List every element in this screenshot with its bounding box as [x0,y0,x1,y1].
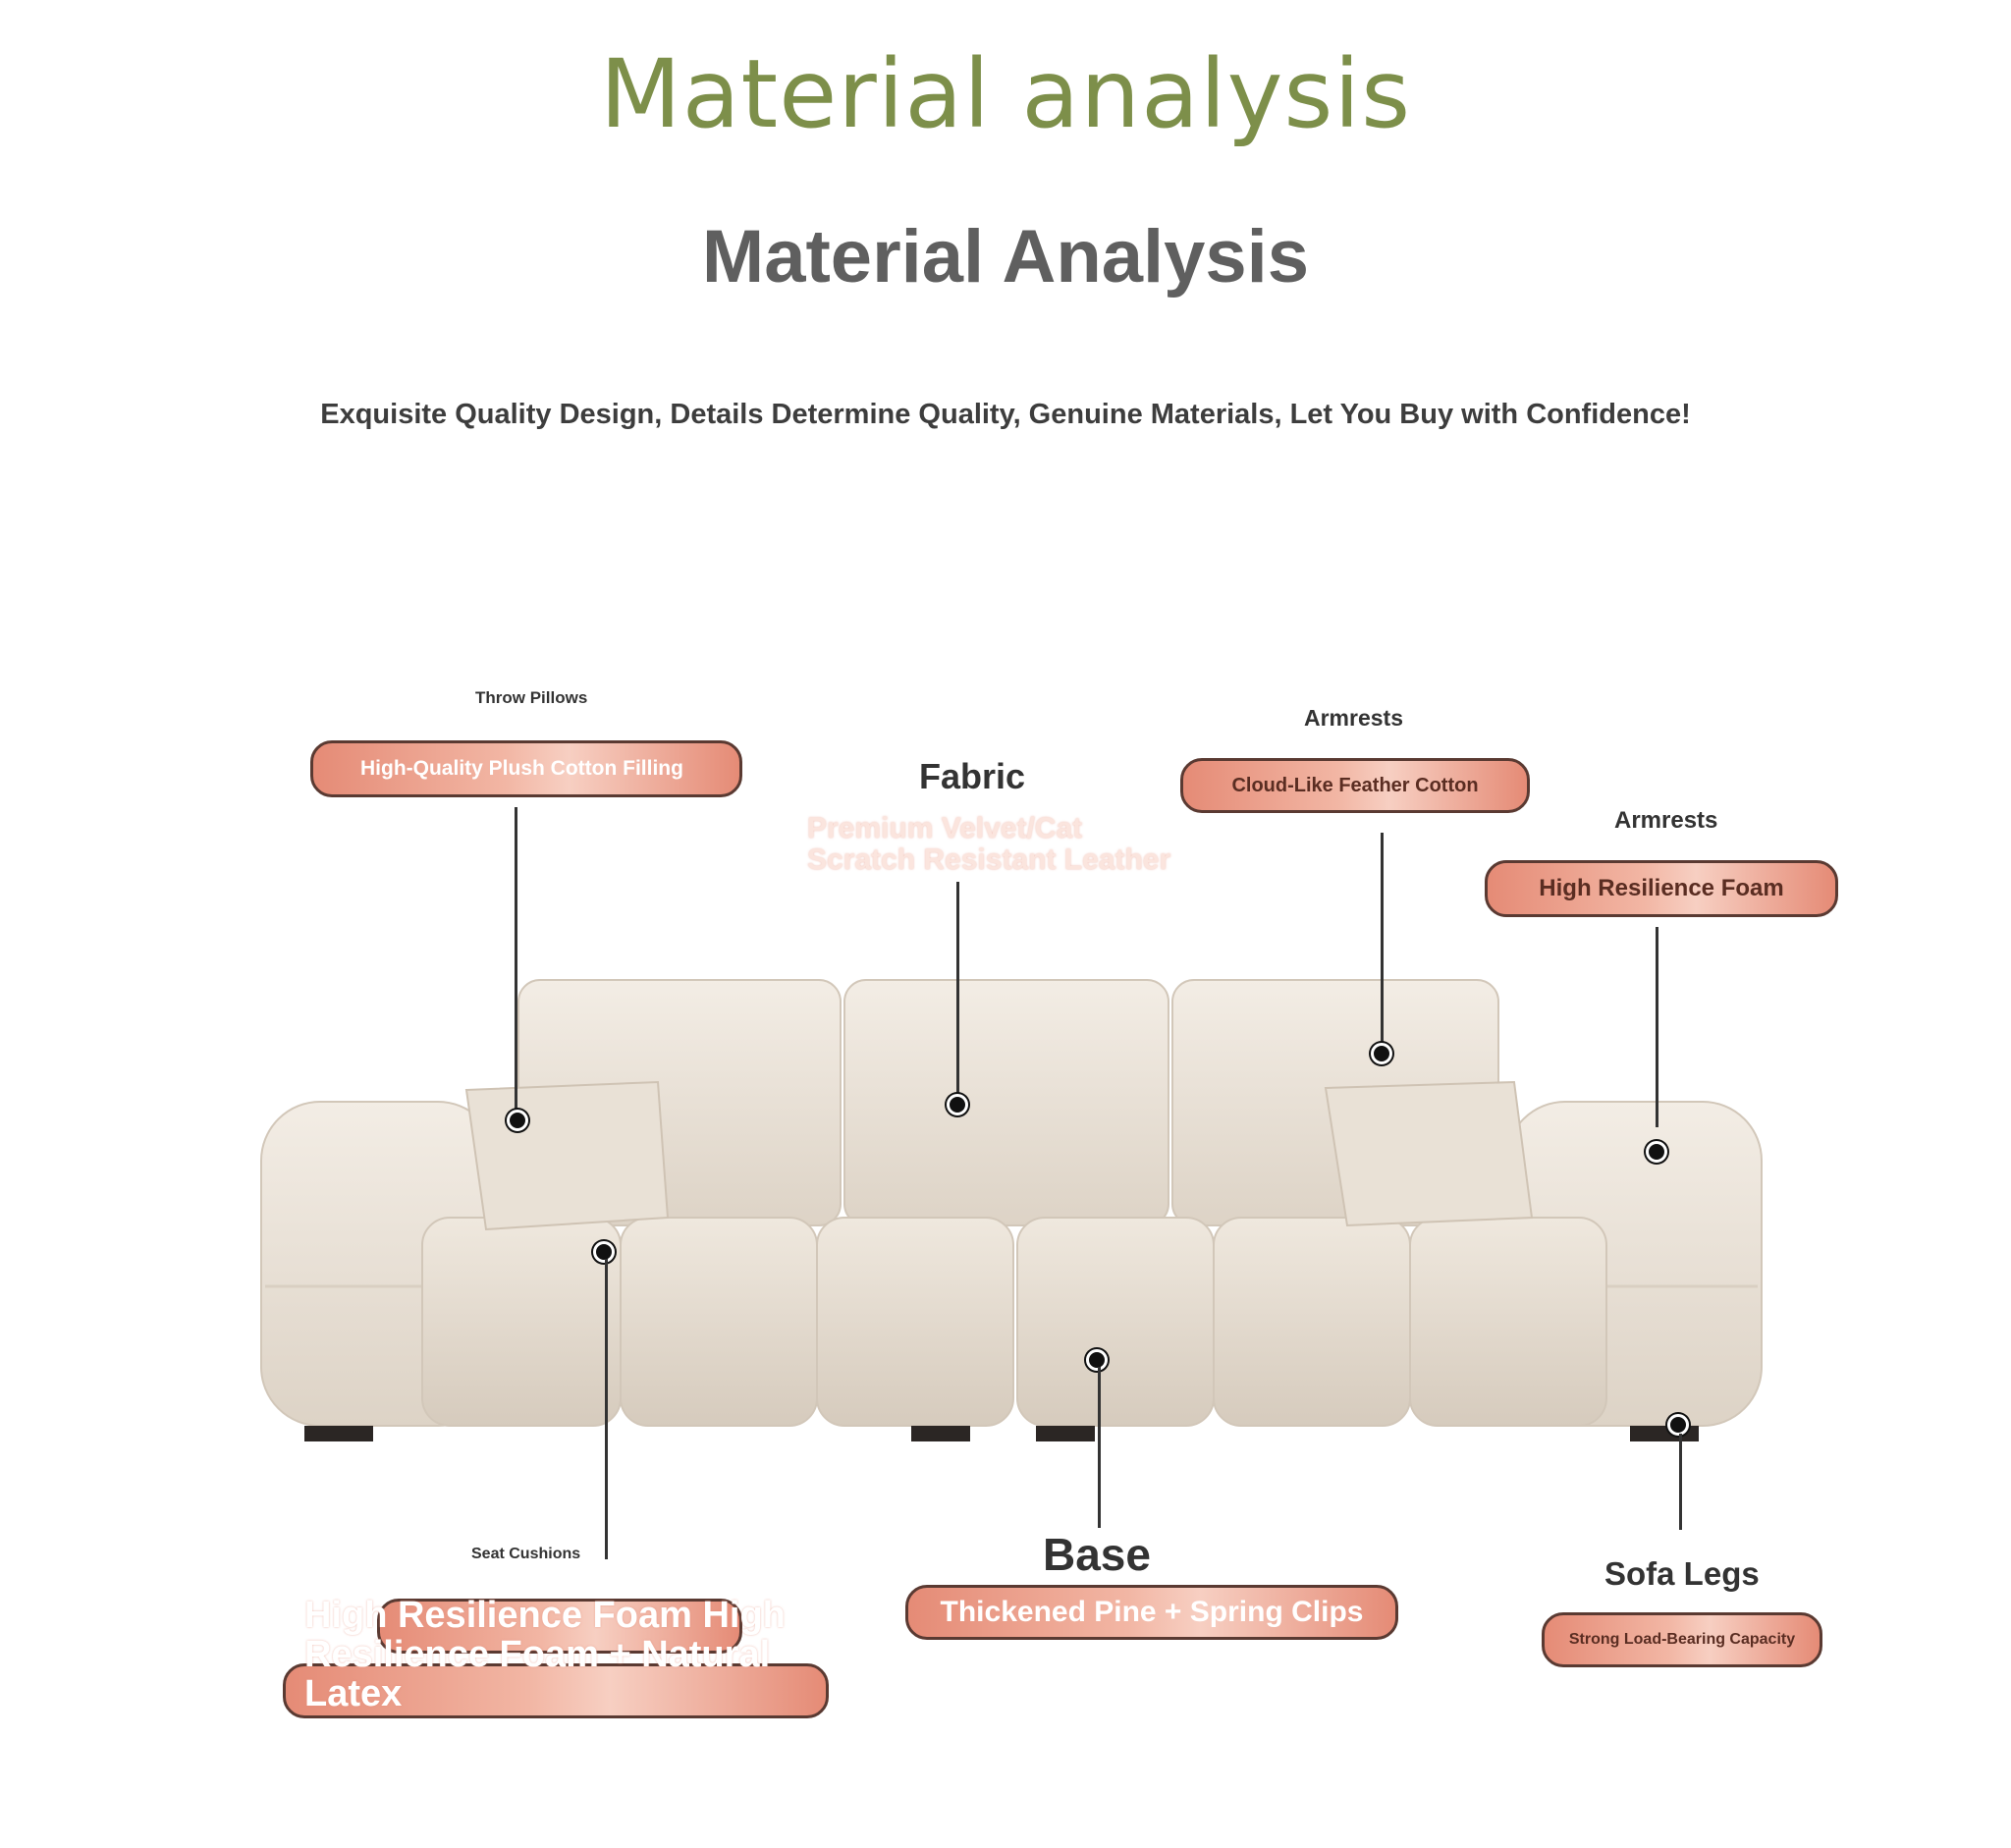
armrests-label-2: Armrests [1614,807,1718,834]
fabric-leader-line [956,882,959,1096]
base-label: Base [1043,1529,1151,1580]
base-marker [1086,1349,1108,1371]
throw-pillow-right [1324,1080,1534,1227]
base-pill: Thickened Pine + Spring Clips [905,1585,1398,1640]
armrests-label-1: Armrests [1304,705,1403,731]
armrests-marker-1 [1371,1043,1392,1064]
seat-cushions-pill-top [377,1599,742,1654]
sofa-leg-2 [911,1426,970,1441]
seat-cushion-1 [421,1217,622,1427]
base-leader-line [1098,1367,1101,1528]
sofa-legs-label: Sofa Legs [1604,1555,1760,1592]
sofa-legs-marker [1667,1414,1689,1436]
throw-pillows-marker [507,1110,528,1131]
sofa-legs-value: Strong Load-Bearing Capacity [1568,1631,1796,1648]
seat-cushion-4 [1016,1217,1215,1427]
page-subtitle: Exquisite Quality Design, Details Determ… [320,399,1691,430]
armrests-marker-2 [1646,1141,1667,1163]
armrests-pill-1: Cloud-Like Feather Cotton [1180,758,1530,813]
top-title: Material analysis [599,39,1412,149]
sofa-illustration [260,979,1763,1441]
throw-pillows-label: Throw Pillows [475,688,588,707]
back-cushion-middle [843,979,1169,1226]
fabric-marker [947,1094,968,1115]
armrests-leader-line-2 [1656,927,1658,1127]
seat-cushions-value: High Resilience Foam High Resilience Foa… [304,1595,786,1714]
armrests-value-1: Cloud-Like Feather Cotton [1231,774,1479,796]
sofa-legs-leader-line [1679,1434,1682,1530]
seat-cushion-3 [816,1217,1014,1427]
armrests-value-2: High Resilience Foam [1539,875,1784,901]
throw-pillows-value: High-Quality Plush Cotton Filling [360,756,683,780]
fabric-value: Premium Velvet/Cat Scratch Resistant Lea… [807,812,1171,876]
armrests-leader-line-1 [1381,833,1384,1047]
armrests-pill-2: High Resilience Foam [1485,860,1838,917]
throw-pillows-leader-line [515,807,517,1119]
fabric-label: Fabric [919,756,1026,796]
sofa-leg-4 [1630,1426,1699,1441]
seat-cushions-leader-line [605,1259,608,1559]
seat-cushion-2 [620,1217,818,1427]
seat-cushions-pill-bottom [283,1663,829,1718]
base-value: Thickened Pine + Spring Clips [940,1596,1364,1628]
seat-cushions-marker [593,1241,615,1263]
throw-pillows-pill: High-Quality Plush Cotton Filling [310,740,742,797]
page-title: Material Analysis [701,215,1310,299]
seat-cushion-5 [1213,1217,1411,1427]
sofa-leg-1 [304,1426,373,1441]
sofa-leg-3 [1036,1426,1095,1441]
seat-cushion-6 [1409,1217,1607,1427]
throw-pillow-left [464,1080,670,1231]
seat-cushions-label: Seat Cushions [471,1546,581,1562]
sofa-legs-pill: Strong Load-Bearing Capacity [1542,1612,1822,1667]
